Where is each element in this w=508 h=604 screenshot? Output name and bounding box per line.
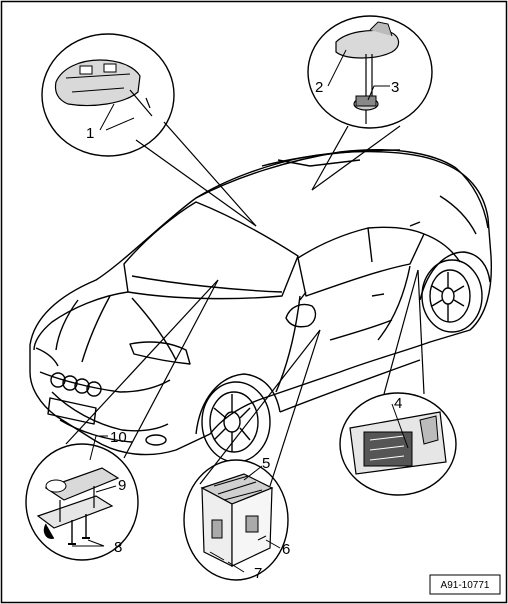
detail-bubble-interior-light [41,33,175,157]
callout-5: 5 [262,455,270,472]
callout-6: 6 [282,541,290,558]
bubble-leader-lines [65,121,425,487]
callout-7: 7 [254,565,262,582]
car-illustration [29,149,493,463]
callout-2: 2 [315,79,323,96]
callout-leaders [72,49,409,573]
callout-4: 4 [394,395,402,412]
callout-10: 10 [110,429,127,446]
detail-bubble-bracket-module [183,459,289,581]
detail-bubble-door-unit [339,392,457,496]
detail-bubble-mounting-bracket [25,443,139,561]
figure-reference-code: A91-10771 [441,580,490,591]
callout-9: 9 [118,477,126,494]
callout-numbers: 1 2 3 4 5 6 7 8 9 10 [86,79,402,582]
callout-1: 1 [86,125,94,142]
callout-3: 3 [391,79,399,96]
callout-8: 8 [114,539,122,556]
detail-bubble-roof-antenna [307,15,433,129]
figure-reference-box: A91-10771 [429,574,501,595]
